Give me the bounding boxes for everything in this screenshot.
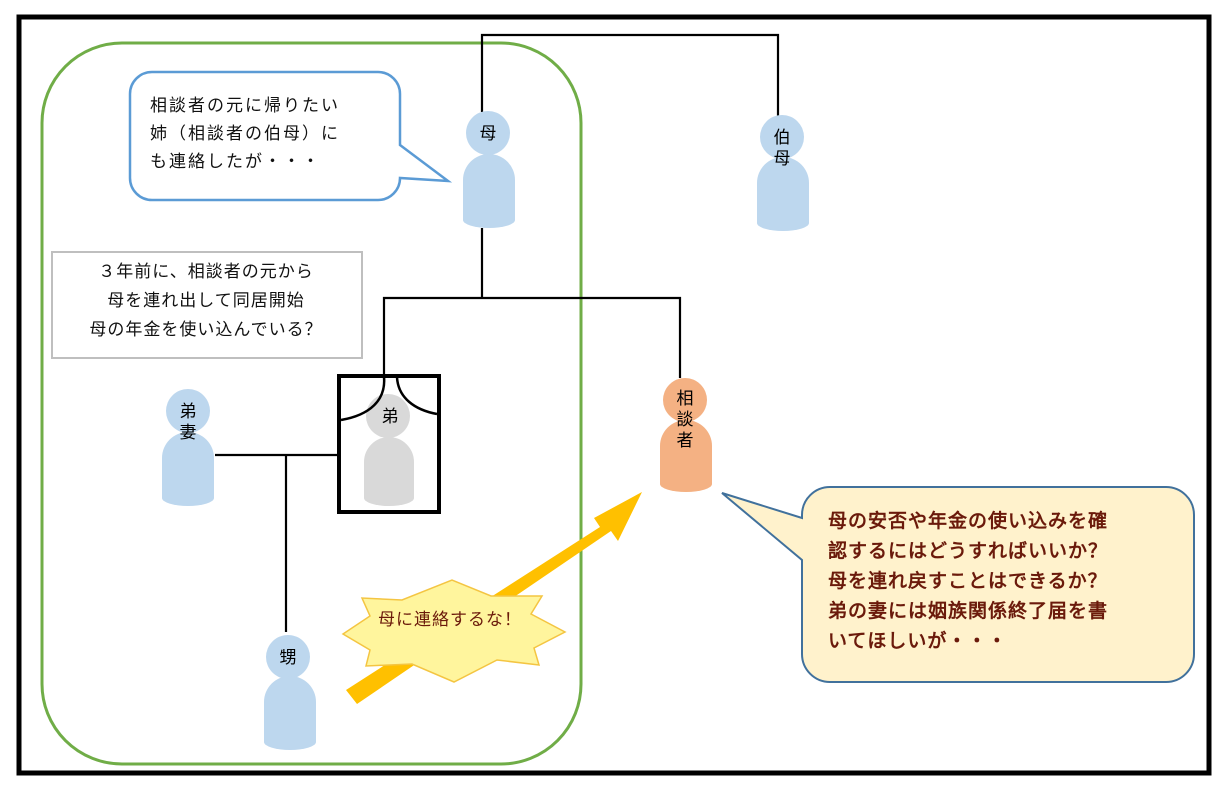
- person-brother[interactable]: [337, 374, 441, 514]
- person-client[interactable]: [660, 378, 712, 492]
- speech-bubble-left: [128, 70, 453, 202]
- speech-bubble-right: [721, 486, 1195, 683]
- person-nephew[interactable]: [264, 635, 316, 750]
- household-group-outline: [40, 41, 583, 766]
- bubble-right-line: いてほしいが・・・: [828, 630, 1008, 652]
- person-brother-wife[interactable]: [162, 389, 214, 506]
- warning-burst-text: 母に連絡するな！: [378, 610, 522, 630]
- note-box: [51, 251, 363, 359]
- bubble-left-line: 相談者の元に帰りたい: [150, 96, 340, 116]
- note-line: 母の年金を使い込んでいる？: [89, 320, 323, 340]
- bubble-right-line: 認するにはどうすればいいか？: [828, 540, 1109, 562]
- note-line: 母を連れ出して同居開始: [107, 291, 305, 311]
- bubble-right-line: 母の安否や年金の使い込みを確: [828, 510, 1109, 532]
- note-line: ３年前に、相談者の元から: [98, 262, 314, 282]
- bubble-right-line: 弟の妻には姻族関係終了届を書: [828, 600, 1109, 622]
- children-line: [382, 296, 682, 378]
- bubble-left-line: も連絡したが・・・: [150, 152, 321, 172]
- speech-bubble-right-text: 母の安否や年金の使い込みを確 認するにはどうすればいいか？ 母を連れ戻すことはで…: [828, 506, 1178, 656]
- note-text: ３年前に、相談者の元から 母を連れ出して同居開始 母の年金を使い込んでいる？: [52, 258, 360, 345]
- person-aunt[interactable]: [757, 115, 809, 231]
- deceased-mark-right: [395, 376, 438, 416]
- warning-burst: [341, 579, 567, 683]
- bubble-left-line: 姉（相談者の伯母）に: [150, 124, 340, 144]
- sibling-line-mother-aunt: [480, 33, 780, 118]
- speech-bubble-left-text: 相談者の元に帰りたい 姉（相談者の伯母）に も連絡したが・・・: [150, 92, 390, 176]
- bubble-right-line: 母を連れ戻すことはできるか？: [828, 570, 1108, 592]
- person-mother[interactable]: [463, 111, 515, 228]
- relationship-lines: [215, 33, 780, 632]
- deceased-mark-left: [340, 376, 386, 422]
